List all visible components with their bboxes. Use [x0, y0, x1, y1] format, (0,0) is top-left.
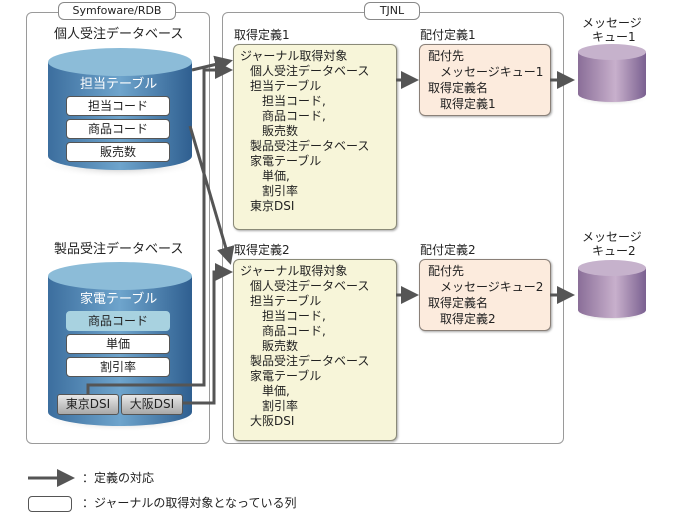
- dlv-def1-line: 配付先: [428, 49, 465, 63]
- queue2-cylinder-icon: [574, 260, 650, 322]
- acq-def1-line: ジャーナル取得対象: [240, 49, 348, 63]
- acq-def1-line: 販売数: [262, 124, 299, 138]
- tjnl-tag: TJNL: [364, 2, 420, 20]
- dlv-def2-line: 取得定義名: [428, 296, 489, 310]
- db1-field-tanto-code: 担当コード: [66, 96, 170, 116]
- db1-field-shohin-code: 商品コード: [66, 119, 170, 139]
- acq-def2-line: 商品コード,: [262, 324, 326, 338]
- db1-title: 個人受注データベース: [54, 27, 184, 42]
- queue2-label-line2: キュー2: [592, 244, 636, 258]
- queue1-cylinder-icon: [574, 44, 650, 106]
- acq-def2-line: 家電テーブル: [250, 369, 322, 383]
- acq-def1-line: 個人受注データベース: [250, 64, 370, 78]
- acq-def1-line: 家電テーブル: [250, 154, 322, 168]
- dlv-def2-line: 配付先: [428, 264, 465, 278]
- dlv-def1-line: メッセージキュー1: [440, 65, 544, 79]
- db1-field-hanbaisu: 販売数: [66, 142, 170, 162]
- acq-def2-line: 大阪DSI: [250, 414, 295, 428]
- legend-box-icon: [28, 496, 72, 512]
- db2-field-waribikiritsu: 割引率: [66, 357, 170, 377]
- acq-def2-line: 担当テーブル: [250, 294, 322, 308]
- acq-def2-line: ジャーナル取得対象: [240, 264, 348, 278]
- dlv-def2-line: 取得定義2: [440, 312, 496, 326]
- dlv-def2-line: メッセージキュー2: [440, 280, 544, 294]
- acq-def1-line: 単価,: [262, 169, 290, 183]
- acq-def2-line: 担当コード,: [262, 309, 326, 323]
- legend-arrow-label: ：定義の対応: [82, 471, 155, 485]
- acq-def2-box: ジャーナル取得対象 個人受注データベース 担当テーブル 担当コード, 商品コード…: [233, 259, 397, 441]
- db1-table-name: 担当テーブル: [80, 77, 158, 92]
- dlv-def1-box: 配付先 メッセージキュー1 取得定義名 取得定義1: [419, 44, 551, 116]
- dlv-def2-box: 配付先 メッセージキュー2 取得定義名 取得定義2: [419, 259, 551, 331]
- acq-def1-box: ジャーナル取得対象 個人受注データベース 担当テーブル 担当コード, 商品コード…: [233, 44, 397, 230]
- acq-def2-line: 販売数: [262, 339, 299, 353]
- acq-def1-line: 担当テーブル: [250, 79, 322, 93]
- dsi-tokyo: 東京DSI: [57, 394, 119, 415]
- queue2-label-line1: メッセージ: [582, 230, 642, 244]
- dlv-def1-title: 配付定義1: [420, 28, 476, 42]
- db2-field-tanka: 単価: [66, 334, 170, 354]
- dlv-def2-title: 配付定義2: [420, 243, 476, 257]
- acq-def2-line: 個人受注データベース: [250, 279, 370, 293]
- acq-def2-line: 製品受注データベース: [250, 354, 370, 368]
- dlv-def1-line: 取得定義名: [428, 81, 489, 95]
- legend-box-label: ：ジャーナルの取得対象となっている列: [82, 496, 297, 510]
- symfoware-rdb-tag: Symfoware/RDB: [58, 2, 176, 20]
- acq-def1-line: 担当コード,: [262, 94, 326, 108]
- db2-table-name: 家電テーブル: [80, 292, 158, 307]
- dlv-def1-line: 取得定義1: [440, 97, 496, 111]
- db2-field-shohin-code: 商品コード: [66, 311, 170, 331]
- queue1-label-line2: キュー1: [592, 30, 636, 44]
- acq-def1-title: 取得定義1: [234, 28, 290, 42]
- acq-def1-line: 製品受注データベース: [250, 139, 370, 153]
- dsi-osaka: 大阪DSI: [121, 394, 183, 415]
- queue1-label-line1: メッセージ: [582, 16, 642, 30]
- db2-title: 製品受注データベース: [54, 242, 184, 257]
- acq-def2-title: 取得定義2: [234, 243, 290, 257]
- acq-def2-line: 割引率: [262, 399, 299, 413]
- acq-def1-line: 割引率: [262, 184, 299, 198]
- acq-def2-line: 単価,: [262, 384, 290, 398]
- acq-def1-line: 商品コード,: [262, 109, 326, 123]
- acq-def1-line: 東京DSI: [250, 199, 295, 213]
